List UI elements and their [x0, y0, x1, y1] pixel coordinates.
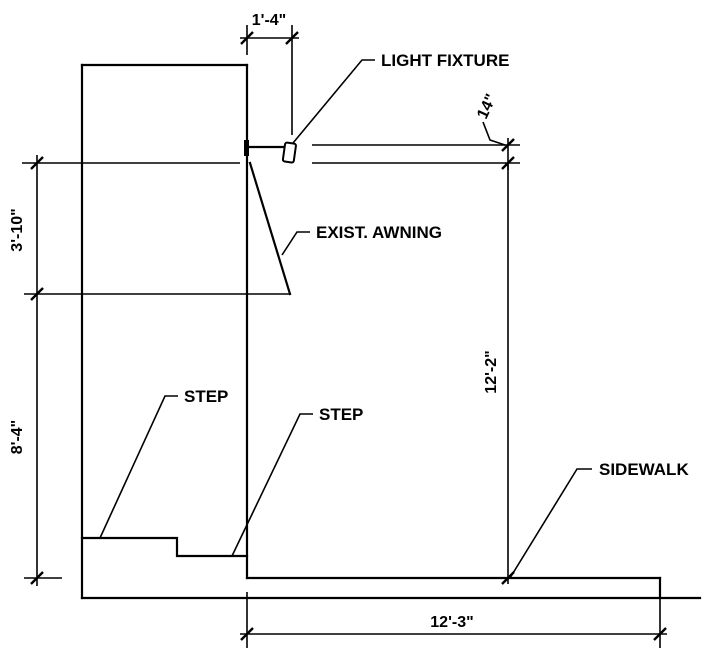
- step-right-label: STEP: [319, 405, 363, 424]
- awning-label: EXIST. AWNING: [316, 223, 442, 242]
- awning: [248, 161, 292, 296]
- label-step-left: STEP: [99, 387, 228, 539]
- label-sidewalk: SIDEWALK: [509, 460, 689, 579]
- steps: [80, 536, 249, 558]
- light-fixture-icon: [244, 140, 297, 164]
- dim-awning-height-text: 3'-10": [9, 208, 26, 251]
- label-awning: EXIST. AWNING: [281, 223, 442, 256]
- dim-sidewalk-width-text: 12'-3": [430, 614, 473, 631]
- label-step-right: STEP: [231, 405, 363, 557]
- label-light-fixture: LIGHT FIXTURE: [292, 51, 509, 144]
- dimension-fixture-offset: 1'-4": [240, 12, 299, 135]
- dim-fixture-drop-text: 14": [474, 91, 500, 121]
- dimension-overall-height: 12'-2": [483, 163, 515, 585]
- dimension-fixture-drop: 14": [474, 91, 515, 170]
- dimension-sidewalk-width: 12'-3": [240, 592, 667, 648]
- dimension-left-chain: 3'-10" 8'-4": [9, 155, 44, 586]
- dim-overall-height-text: 12'-2": [483, 350, 500, 393]
- step-left-label: STEP: [184, 387, 228, 406]
- reference-lines: [22, 144, 520, 579]
- dim-lower-height-text: 8'-4": [9, 420, 26, 455]
- light-fixture-label: LIGHT FIXTURE: [381, 51, 509, 70]
- sidewalk-label: SIDEWALK: [599, 460, 689, 479]
- dim-fixture-offset-text: 1'-4": [252, 12, 287, 29]
- sidewalk: [245, 576, 662, 600]
